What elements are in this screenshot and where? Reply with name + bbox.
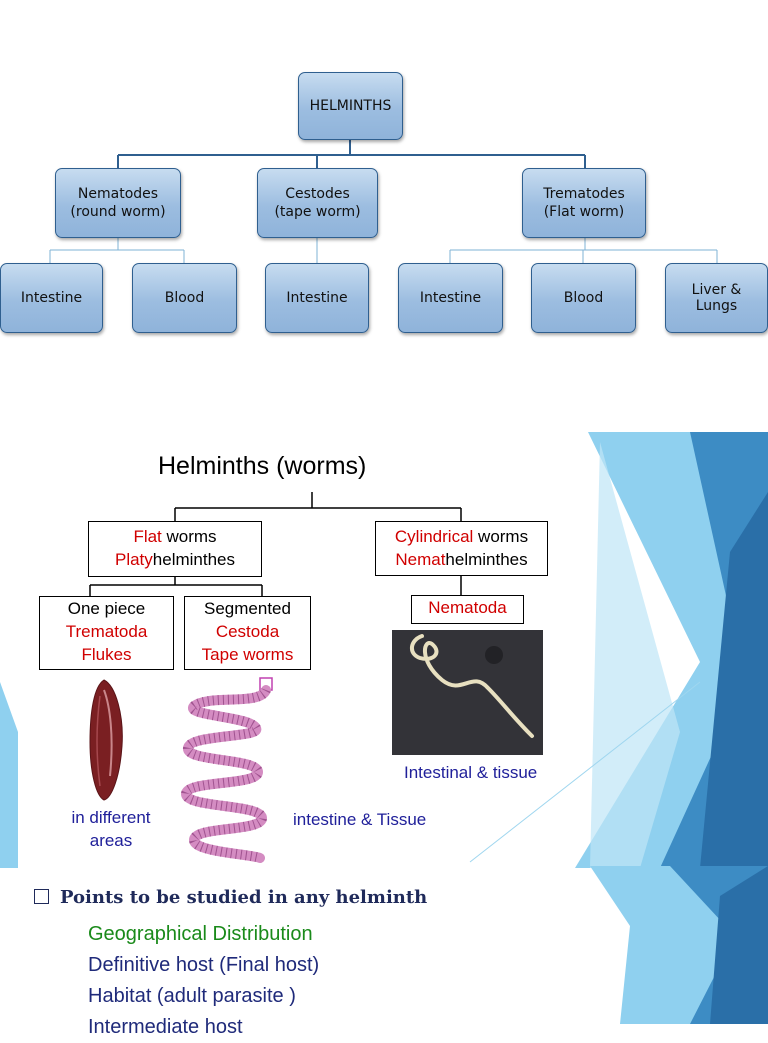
points-heading: Points to be studied in any helminth: [60, 887, 428, 908]
leaf-nematodes-intestine: Intestine: [0, 263, 103, 333]
nemat-label-red: Nemat: [395, 550, 446, 569]
nematoda-label: Nematoda: [428, 598, 507, 617]
leaf-label: Intestine: [286, 290, 348, 306]
points-list: Geographical Distribution Definitive hos…: [88, 919, 319, 1043]
platy-label-rest: helminthes: [152, 550, 235, 569]
point-geographical: Geographical Distribution: [88, 923, 313, 945]
root-node-label: HELMINTHS: [309, 98, 392, 114]
leaf-label: Blood: [563, 290, 604, 306]
node-label-line2: (Flat worm): [543, 204, 625, 220]
node-label-line1: Trematodes: [543, 186, 625, 202]
one-piece-box: One piece Trematoda Flukes: [39, 596, 174, 670]
cyl-label-rest: worms: [473, 527, 529, 546]
node-label-line1: Cestodes: [285, 186, 350, 202]
node-cestodes: Cestodes (tape worm): [257, 168, 378, 238]
fluke-caption-line1: in different: [71, 808, 151, 827]
slide-title: Helminths (worms): [158, 452, 367, 480]
point-habitat: Habitat (adult parasite ): [88, 985, 296, 1007]
root-node-helminths: HELMINTHS: [298, 72, 403, 140]
org-chart-connectors: [49, 140, 718, 263]
nematode-photo: [392, 630, 543, 755]
nemat-label-rest: helminthes: [445, 550, 528, 569]
fluke-caption-line2: areas: [89, 831, 133, 850]
segmented-line1: Segmented: [204, 599, 291, 618]
segmented-box: Segmented Cestoda Tape worms: [184, 596, 311, 670]
tapeworm-image: [180, 677, 273, 863]
flat-label-red: Flat: [133, 527, 162, 546]
node-trematodes: Trematodes (Flat worm): [522, 168, 646, 238]
leaf-trematodes-intestine: Intestine: [398, 263, 503, 333]
flat-worms-box: Flat worms Platyhelminthes: [88, 521, 262, 577]
leaf-trematodes-liver-lungs: Liver &Lungs: [665, 263, 768, 333]
node-label-line2: (round worm): [70, 204, 166, 220]
leaf-cestodes-intestine: Intestine: [265, 263, 369, 333]
leaf-label: Intestine: [20, 290, 83, 306]
flat-label-rest: worms: [161, 527, 217, 546]
leaf-label-line1: Liver &: [691, 282, 742, 298]
one-piece-line1: One piece: [67, 599, 146, 618]
flukes-label: Flukes: [81, 645, 132, 664]
slide-background-decoration: [0, 432, 768, 868]
point-definitive-host: Definitive host (Final host): [88, 954, 320, 976]
cyl-label-red: Cylindrical: [394, 527, 474, 546]
tapeworm-caption: intestine & Tissue: [293, 810, 427, 829]
slide3-background-decoration: [590, 866, 768, 1024]
cestoda-label: Cestoda: [215, 622, 280, 641]
leaf-label: Intestine: [419, 290, 482, 306]
node-nematodes: Nematodes (round worm): [55, 168, 181, 238]
fluke-image: [89, 679, 123, 801]
leaf-nematodes-blood: Blood: [132, 263, 237, 333]
trematoda-label: Trematoda: [65, 622, 148, 641]
nematoda-box: Nematoda: [411, 595, 524, 624]
cylindrical-worms-box: Cylindrical worms Nemathelminthes: [375, 521, 548, 576]
checkbox-bullet-icon: [34, 889, 49, 904]
point-intermediate-host: Intermediate host: [88, 1016, 243, 1038]
leaf-label-line2: Lungs: [695, 298, 738, 314]
fluke-caption: in different areas: [66, 806, 156, 852]
tape-worms-label: Tape worms: [201, 645, 294, 664]
tree-connectors: [89, 492, 462, 596]
node-label-line2: (tape worm): [274, 204, 361, 220]
node-label-line1: Nematodes: [77, 186, 159, 202]
nematode-caption: Intestinal & tissue: [404, 763, 538, 782]
leaf-label: Blood: [164, 290, 205, 306]
leaf-trematodes-blood: Blood: [531, 263, 636, 333]
platy-label-red: Platy: [114, 550, 153, 569]
